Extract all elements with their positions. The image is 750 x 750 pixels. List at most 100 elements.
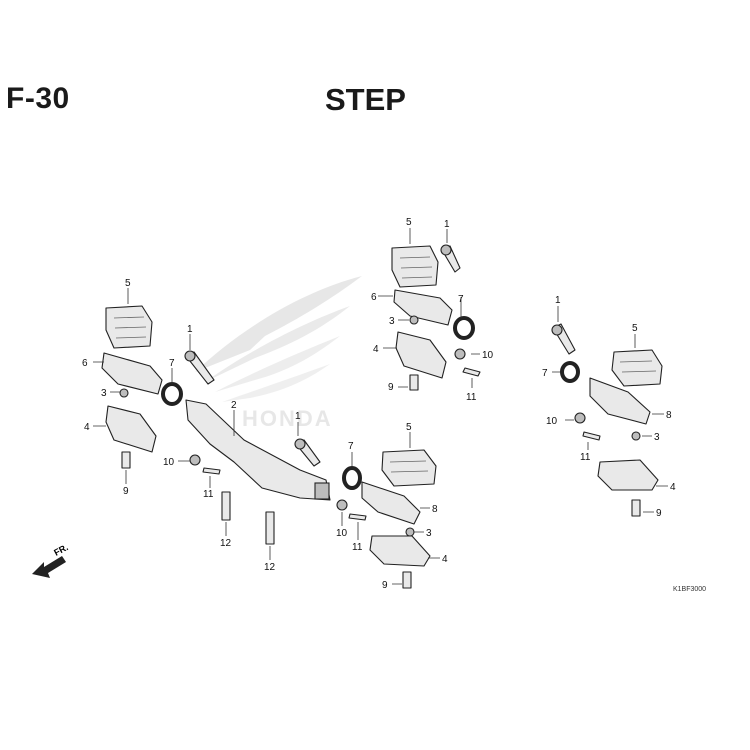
callout-label: 8 — [666, 410, 672, 421]
callout-label: 8 — [432, 504, 438, 515]
washer-3 — [631, 431, 641, 441]
rubber-ribs — [389, 460, 429, 473]
callout-label: 5 — [406, 422, 412, 433]
step-bracket-4 — [395, 331, 447, 379]
callout-label: 4 — [373, 344, 379, 355]
pin-head — [551, 324, 563, 336]
spring-ring-7 — [453, 316, 475, 340]
callout-label: 5 — [406, 217, 412, 228]
callout-label: 4 — [84, 422, 90, 433]
step-assembly-front: 5 1 7 6 3 4 10 2 11 9 12 12 — [82, 278, 331, 573]
step-rubber-5 — [381, 449, 437, 487]
callout-label: 7 — [542, 368, 548, 379]
callout-label: 9 — [382, 580, 388, 591]
callout-label: 10 — [546, 416, 558, 427]
callout-label: 7 — [348, 441, 354, 452]
step-rubber-5 — [391, 245, 439, 288]
callout-label: 5 — [632, 323, 638, 334]
washer-3 — [405, 527, 415, 537]
bolt-11 — [202, 467, 221, 475]
step-bracket-4 — [105, 405, 157, 453]
bolt-9 — [121, 451, 131, 469]
callout-label: 11 — [203, 489, 214, 500]
callout-label: 1 — [295, 411, 301, 422]
nut-10 — [454, 348, 466, 360]
step-assembly-rear-right: 1 5 7 8 10 3 11 4 9 — [542, 295, 676, 519]
rubber-ribs — [399, 256, 433, 279]
callout-label: 4 — [442, 554, 448, 565]
leader-lines — [378, 228, 480, 388]
diagram-title: STEP — [325, 82, 406, 117]
callout-label: 6 — [82, 358, 88, 369]
leader-lines — [552, 306, 668, 513]
wing-feather — [215, 336, 340, 392]
step-assembly-rear-left: 5 1 6 7 3 10 4 9 11 — [371, 217, 494, 403]
callout-label: 10 — [163, 457, 175, 468]
bolt-9 — [631, 499, 641, 517]
step-bar-6 — [393, 289, 453, 326]
leader-lines — [93, 288, 271, 560]
leader-lines — [297, 422, 440, 585]
bolt-11 — [348, 513, 367, 521]
pin-head — [294, 438, 306, 450]
step-rubber-5 — [611, 349, 663, 387]
callout-label: 11 — [580, 452, 591, 463]
callout-label: 7 — [169, 358, 175, 369]
callout-label: 11 — [466, 392, 477, 403]
nut-10 — [189, 454, 201, 466]
callout-label: 3 — [426, 528, 432, 539]
washer-3 — [409, 315, 419, 325]
nut-10 — [574, 412, 586, 424]
callout-label: 3 — [654, 432, 660, 443]
callout-label: 1 — [187, 324, 193, 335]
callout-label: 7 — [458, 294, 464, 305]
arrow-left-icon — [32, 556, 66, 578]
step-bracket-4 — [369, 535, 431, 567]
step-bracket-4 — [597, 459, 659, 491]
step-bar-8 — [589, 377, 651, 425]
callout-label: 1 — [555, 295, 561, 306]
bolt-9 — [402, 571, 412, 589]
honda-wordmark: HONDA — [242, 406, 333, 431]
wing-feather — [195, 276, 362, 372]
bolt-11 — [582, 431, 601, 441]
diagram-code: F-30 — [6, 82, 70, 115]
front-label: FR. — [52, 542, 69, 558]
step-assembly-lower-middle: 7 1 5 8 10 3 11 4 9 — [295, 411, 448, 591]
callout-label: 10 — [482, 350, 494, 361]
callout-label: 9 — [656, 508, 662, 519]
nut-10 — [336, 499, 348, 511]
callout-label: 10 — [336, 528, 348, 539]
bolt-9 — [409, 374, 419, 391]
callout-label: 6 — [371, 292, 377, 303]
rubber-ribs — [113, 316, 147, 339]
callout-label: 9 — [123, 486, 129, 497]
spring-ring-7 — [161, 382, 183, 406]
callout-label: 11 — [352, 542, 363, 553]
honda-wing-watermark: HONDA — [195, 276, 362, 431]
pin-head — [184, 350, 196, 362]
callout-label: 9 — [388, 382, 394, 393]
bolt-12 — [221, 491, 231, 521]
bolt-11 — [462, 367, 481, 377]
spring-ring-7 — [560, 361, 580, 383]
callout-label: 12 — [264, 562, 276, 573]
callout-label: 12 — [220, 538, 232, 549]
front-direction-indicator: FR. — [32, 542, 70, 578]
washer-3 — [119, 388, 129, 398]
callout-label: 2 — [231, 400, 237, 411]
step-bar-6 — [101, 352, 163, 395]
drawing-code: K1BF3000 — [673, 586, 707, 593]
callout-label: 3 — [389, 316, 395, 327]
callout-label: 1 — [444, 219, 450, 230]
wing-feather — [205, 306, 350, 382]
stay-end-block — [314, 482, 330, 500]
callout-label: 3 — [101, 388, 107, 399]
rubber-ribs — [619, 360, 657, 373]
callout-label: 4 — [670, 482, 676, 493]
step-bar-8 — [361, 481, 421, 525]
callout-label: 5 — [125, 278, 131, 289]
pin-head — [440, 244, 452, 256]
bolt-12 — [265, 511, 275, 545]
